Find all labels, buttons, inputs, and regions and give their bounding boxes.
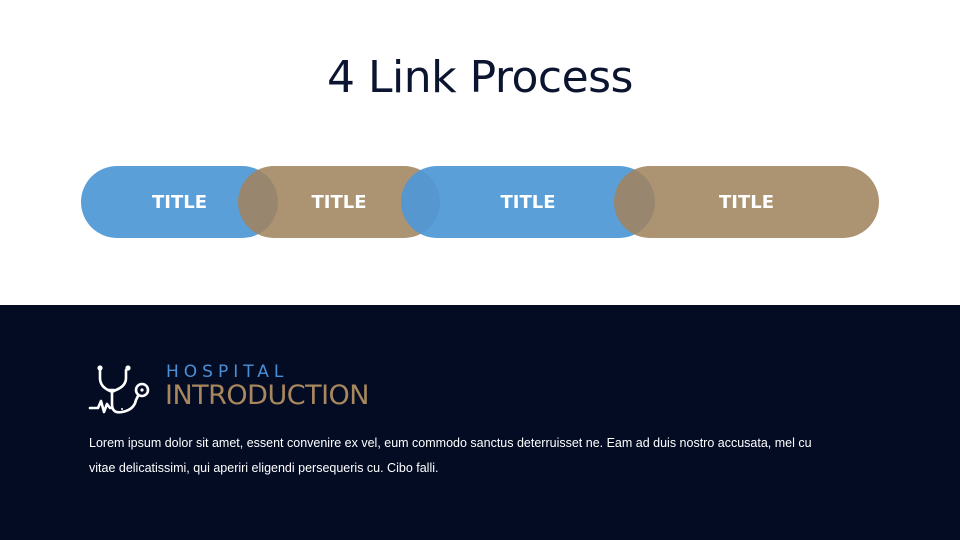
process-step-label: TITLE <box>500 191 556 213</box>
brand-hospital: HOSPITAL <box>166 362 289 382</box>
brand-introduction: INTRODUCTION <box>165 380 369 411</box>
process-step-label: TITLE <box>718 191 775 213</box>
process-step-4[interactable]: TITLE <box>614 166 879 238</box>
footer-panel <box>0 305 960 540</box>
process-step-label: TITLE <box>151 191 208 213</box>
stethoscope-icon <box>88 365 150 414</box>
slide-title: 4 Link Process <box>327 52 633 103</box>
process-step-label: TITLE <box>311 191 367 213</box>
footer-description: Lorem ipsum dolor sit amet, essent conve… <box>89 436 812 475</box>
process-step-3[interactable]: TITLE <box>401 166 655 238</box>
